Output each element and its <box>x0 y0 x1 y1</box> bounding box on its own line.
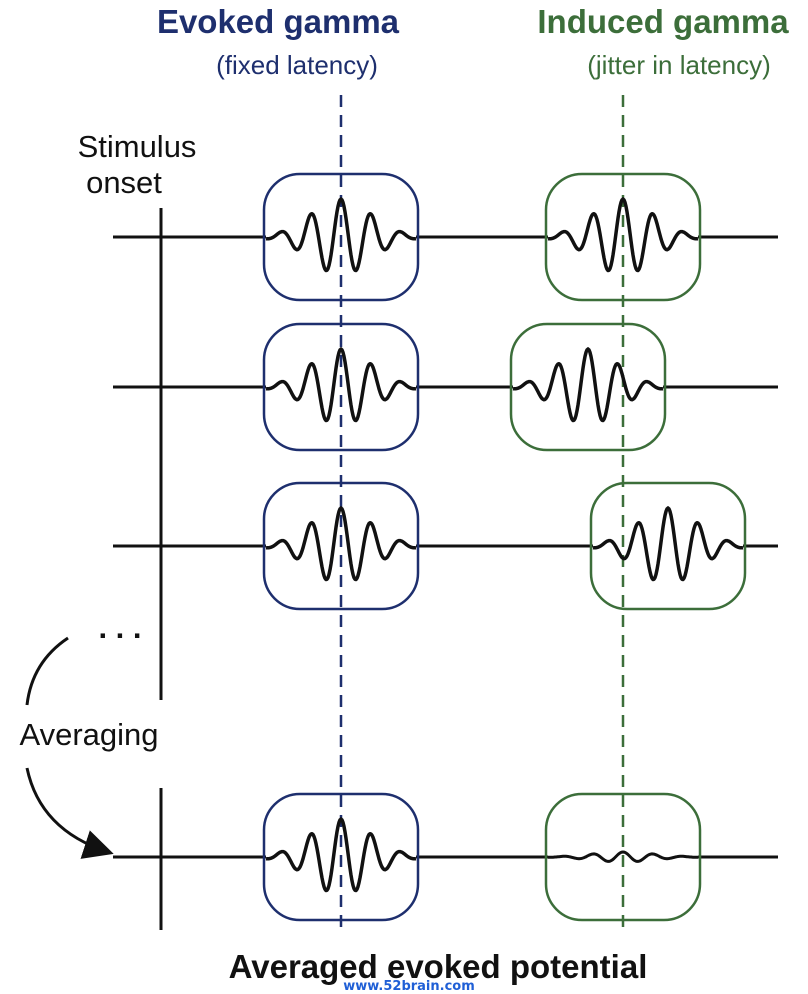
induced-subtitle: (jitter in latency) <box>587 50 771 80</box>
evoked-title: Evoked gamma <box>157 3 400 40</box>
induced-burst-wave <box>592 506 744 582</box>
induced-burst-box <box>544 172 702 302</box>
induced-burst-wave <box>547 850 699 863</box>
evoked-burst-box <box>262 792 420 922</box>
induced-burst-box <box>509 322 667 452</box>
averaging-arrow <box>25 767 114 859</box>
ellipsis: . . . <box>98 610 141 645</box>
stimulus-label: Stimulus <box>78 129 197 164</box>
watermark: www.52brain.com <box>343 979 475 994</box>
evoked-burst-wave <box>265 817 417 893</box>
induced-burst-box <box>589 481 747 611</box>
evoked-burst-wave <box>265 197 417 273</box>
induced-title: Induced gamma <box>537 3 789 40</box>
induced-burst-wave <box>547 197 699 273</box>
evoked-burst-box <box>262 172 420 302</box>
averaging-arc-top <box>25 636 69 706</box>
trial-traces <box>113 172 778 922</box>
evoked-subtitle: (fixed latency) <box>216 50 378 80</box>
induced-burst-box <box>544 792 702 922</box>
evoked-burst-wave <box>265 347 417 423</box>
averaging-label: Averaging <box>19 717 158 752</box>
evoked-burst-box <box>262 322 420 452</box>
evoked-burst-box <box>262 481 420 611</box>
averaged-evoked-potential-label: Averaged evoked potential <box>229 948 648 985</box>
induced-burst-wave <box>512 347 664 423</box>
evoked-burst-wave <box>265 506 417 582</box>
onset-label: onset <box>86 165 162 200</box>
